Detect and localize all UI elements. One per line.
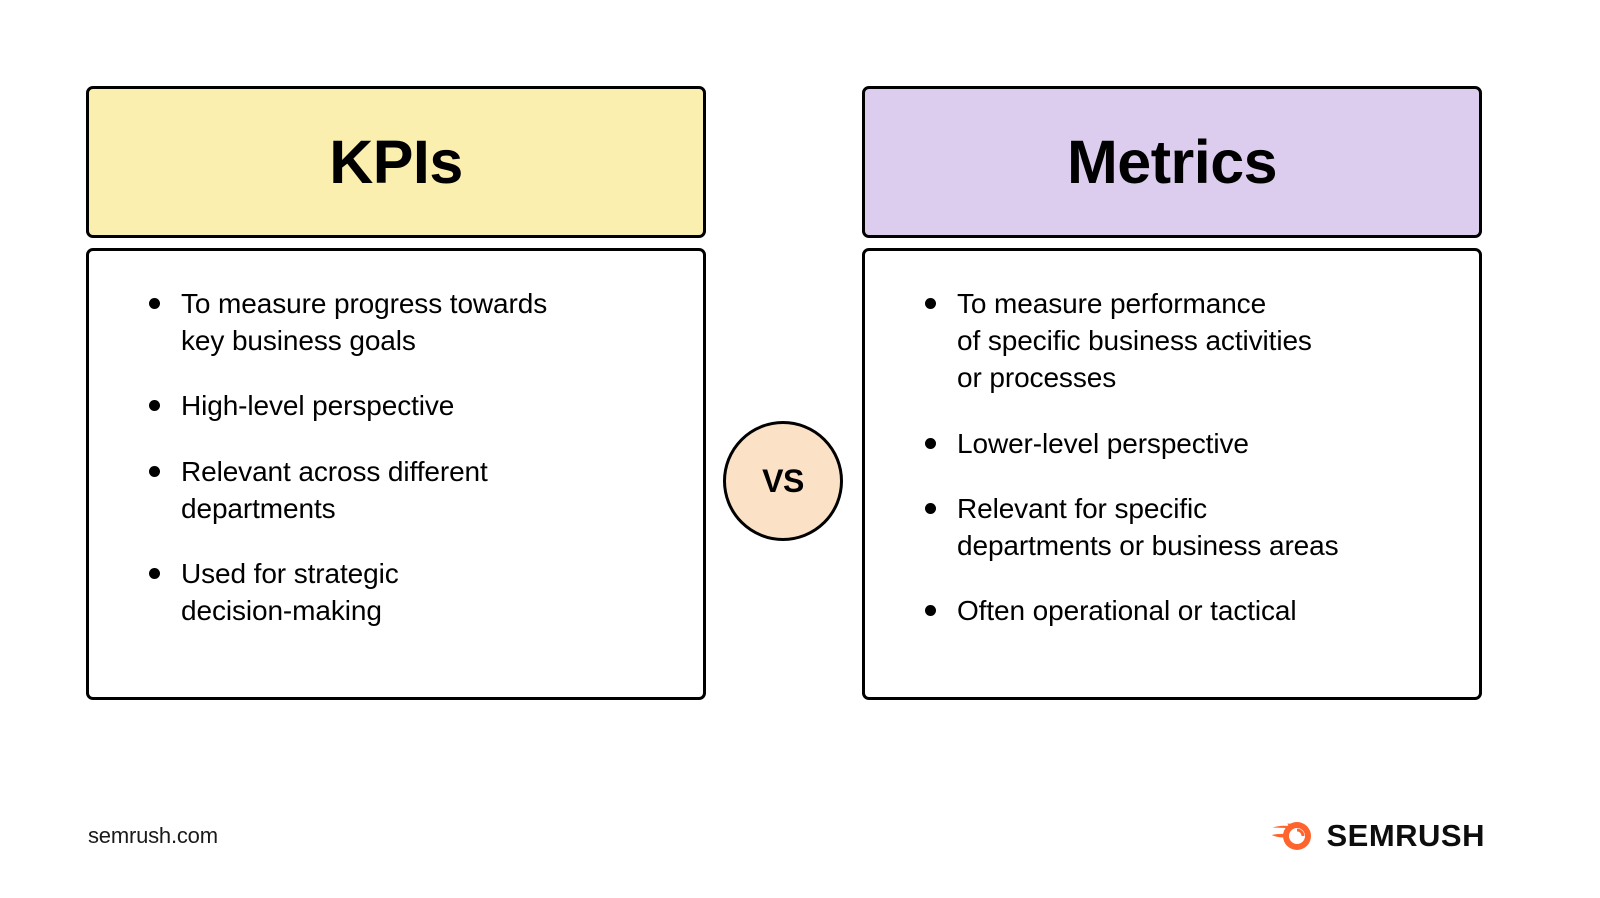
semrush-comet-icon xyxy=(1271,818,1313,852)
column-title-metrics: Metrics xyxy=(1066,127,1278,196)
bullet-dot-icon xyxy=(149,465,160,477)
bullet-text: Used for strategic decision-making xyxy=(181,558,399,627)
list-item: High-level perspective xyxy=(139,387,669,424)
column-header-metrics: Metrics xyxy=(862,86,1482,238)
list-item: To measure progress towards key business… xyxy=(139,285,669,359)
semrush-logo: SEMRUSH xyxy=(1271,818,1485,852)
bullet-list-kpis: To measure progress towards key business… xyxy=(139,285,669,630)
bullet-dot-icon xyxy=(925,298,936,309)
bullet-dot-icon xyxy=(925,437,936,449)
list-item: Often operational or tactical xyxy=(915,592,1445,629)
bullet-text: Lower-level perspective xyxy=(957,427,1249,459)
bullet-dot-icon xyxy=(149,298,160,309)
column-title-kpis: KPIs xyxy=(329,127,463,196)
list-item: Used for strategic decision-making xyxy=(139,555,669,629)
comparison-column-metrics: Metrics To measure performance of specif… xyxy=(862,86,1482,700)
bullet-text: Relevant for specific departments or bus… xyxy=(957,492,1339,562)
bullet-list-metrics: To measure performance of specific busin… xyxy=(915,285,1445,630)
versus-label: VS xyxy=(762,462,804,499)
semrush-wordmark: SEMRUSH xyxy=(1326,817,1485,853)
bullet-dot-icon xyxy=(925,502,936,514)
bullet-dot-icon xyxy=(149,568,160,580)
comparison-column-kpis: KPIs To measure progress towards key bus… xyxy=(86,86,706,700)
footer-site-url: semrush.com xyxy=(88,823,218,848)
column-header-kpis: KPIs xyxy=(86,86,706,238)
bullet-text: Often operational or tactical xyxy=(957,595,1297,627)
bullet-text: Relevant across different departments xyxy=(181,455,488,524)
list-item: Relevant across different departments xyxy=(139,453,669,527)
column-body-kpis: To measure progress towards key business… xyxy=(86,248,706,700)
bullet-dot-icon xyxy=(149,400,160,412)
column-body-metrics: To measure performance of specific busin… xyxy=(862,248,1482,700)
bullet-text: To measure performance of specific busin… xyxy=(957,288,1312,394)
list-item: Lower-level perspective xyxy=(915,425,1445,462)
bullet-dot-icon xyxy=(925,605,936,617)
list-item: To measure performance of specific busin… xyxy=(915,285,1445,397)
bullet-text: To measure progress towards key business… xyxy=(181,288,548,357)
versus-badge: VS xyxy=(723,421,843,541)
list-item: Relevant for specific departments or bus… xyxy=(915,490,1445,564)
bullet-text: High-level perspective xyxy=(181,390,455,422)
